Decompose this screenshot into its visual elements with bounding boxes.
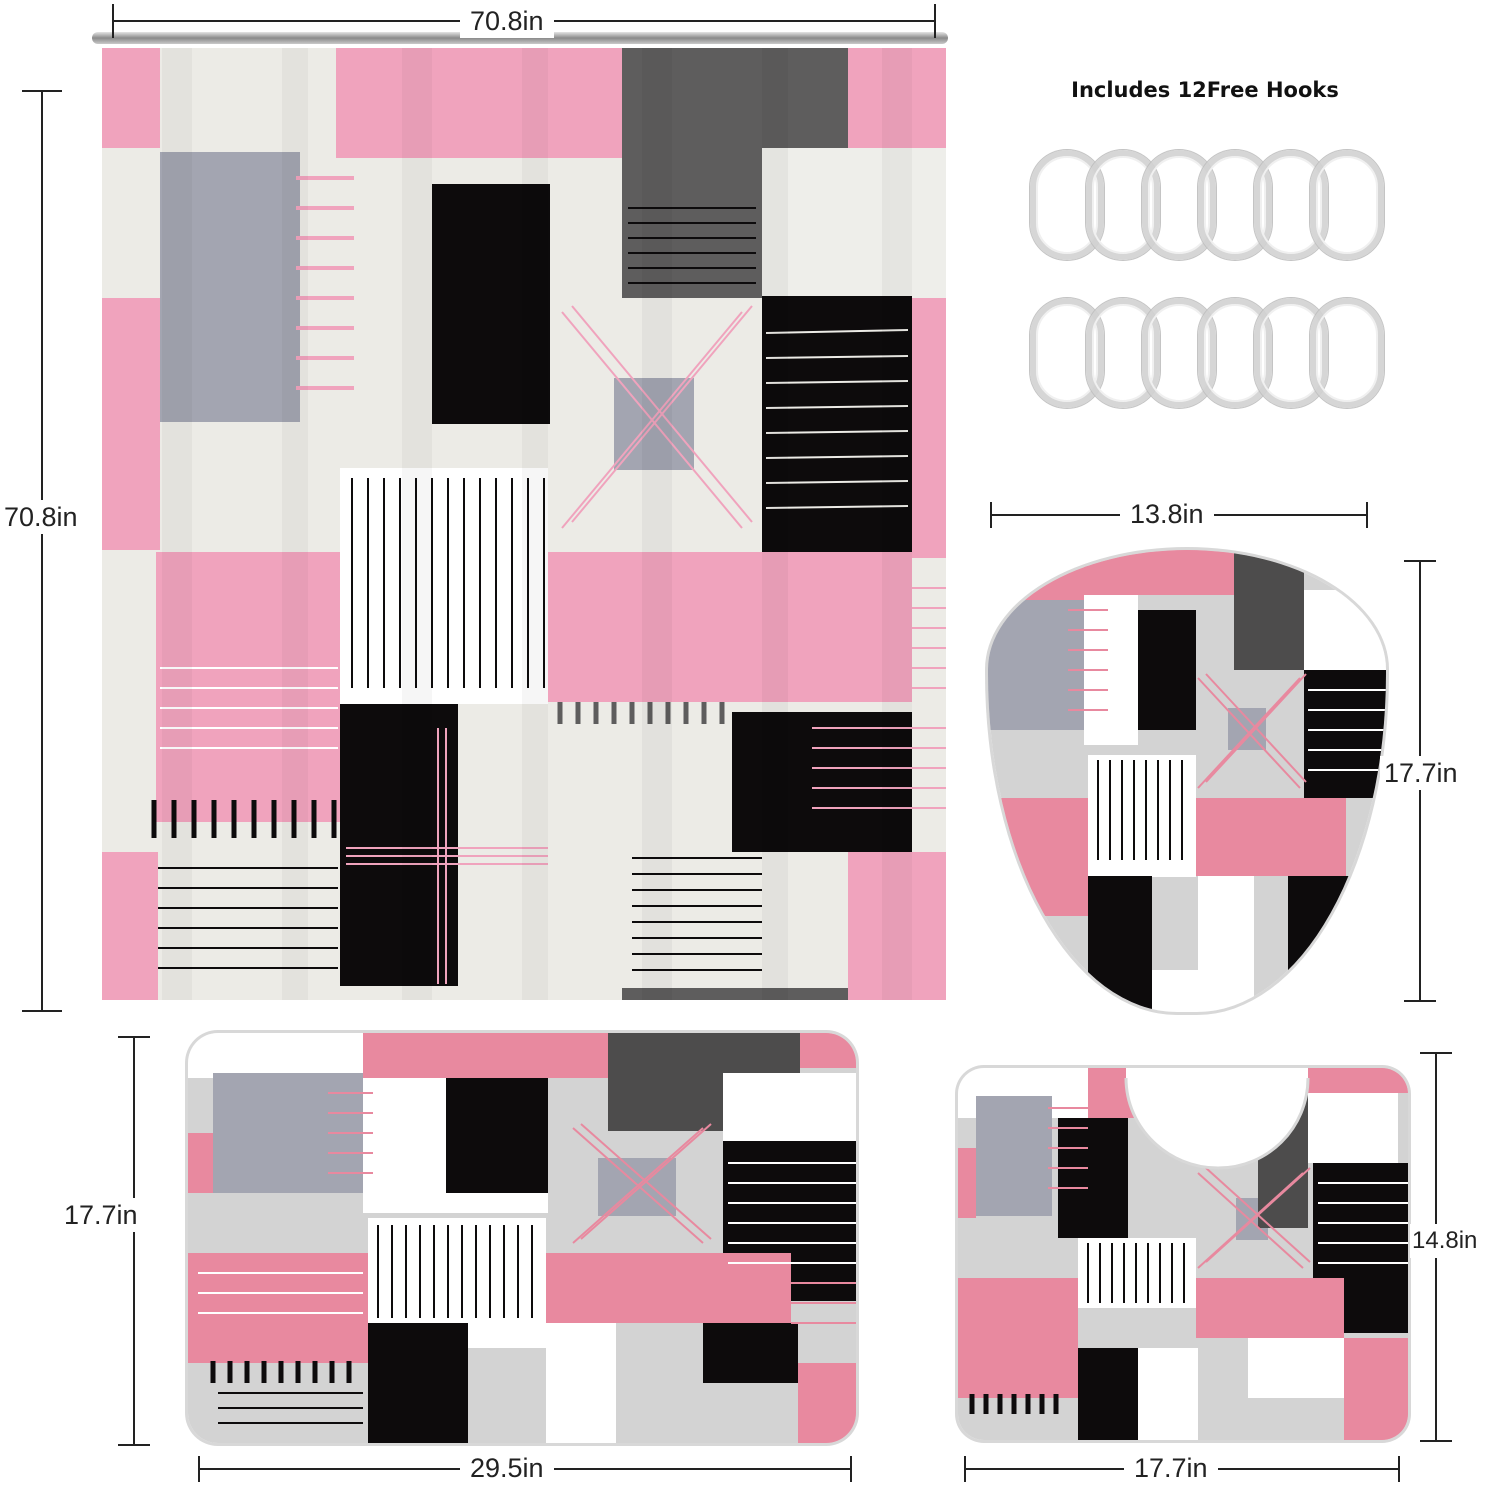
curtain-rod: [92, 32, 948, 44]
hook-ring-icon: [1086, 150, 1160, 260]
bath-mat-height-dimension: [114, 1036, 154, 1446]
curtain-width-label: 70.8in: [460, 4, 554, 38]
hook-ring-icon: [1142, 298, 1216, 408]
bath-mat-height-label: 17.7in: [60, 1198, 142, 1232]
hook-ring-icon: [1142, 150, 1216, 260]
contour-mat-width-label: 17.7in: [1124, 1451, 1218, 1485]
hook-ring-icon: [1198, 298, 1272, 408]
contour-mat: [958, 1068, 1408, 1440]
lid-cover-width-label: 13.8in: [1120, 497, 1214, 531]
curtain-height-label: 70.8in: [0, 500, 82, 534]
hook-ring-icon: [1310, 298, 1384, 408]
contour-mat-width-dimension: 17.7in: [964, 1451, 1400, 1485]
lid-cover-height-label: 17.7in: [1380, 756, 1462, 790]
hook-ring-icon: [1254, 298, 1328, 408]
bath-mat: [188, 1033, 856, 1443]
hook-ring-icon: [1310, 150, 1384, 260]
hook-ring-icon: [1254, 150, 1328, 260]
hook-ring-icon: [1198, 150, 1272, 260]
hook-ring-icon: [1030, 150, 1104, 260]
shower-curtain: [102, 48, 946, 1000]
lid-cover: [988, 550, 1386, 1012]
hooks-group: [1030, 150, 1384, 410]
hooks-title: Includes 12Free Hooks: [1071, 78, 1339, 102]
hook-ring-icon: [1030, 298, 1104, 408]
curtain-width-dimension: 70.8in: [112, 4, 936, 38]
curtain-height-dimension: [22, 90, 62, 1012]
hook-ring-icon: [1086, 298, 1160, 408]
lid-cover-width-dimension: 13.8in: [990, 497, 1368, 531]
bath-mat-width-dimension: 29.5in: [198, 1451, 852, 1485]
bath-mat-width-label: 29.5in: [460, 1451, 554, 1485]
contour-mat-height-label: 14.8in: [1410, 1224, 1480, 1258]
